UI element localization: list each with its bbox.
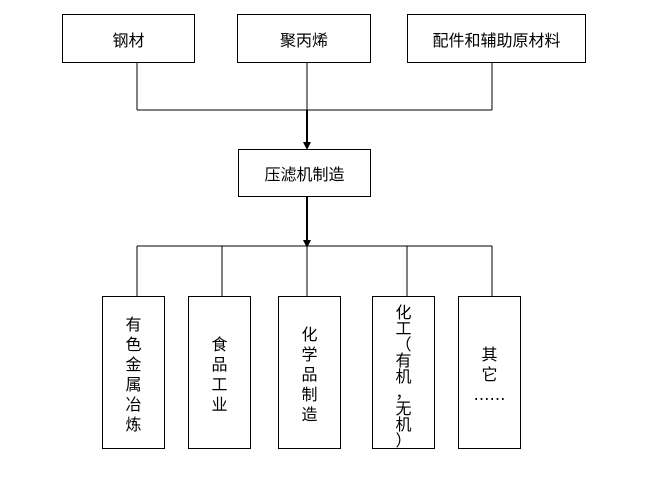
application-box-chemical-industry: 化工（有机，无机） xyxy=(372,296,435,449)
input-label-polypropylene: 聚丙烯 xyxy=(279,30,328,50)
input-label-auxiliary: 配件和辅助原材料 xyxy=(432,30,561,50)
process-box: 压滤机制造 xyxy=(238,149,371,197)
input-box-polypropylene: 聚丙烯 xyxy=(237,14,371,63)
application-label-food: 食品工业 xyxy=(211,335,228,414)
application-box-chemicals: 化学品制造 xyxy=(278,296,341,449)
input-label-steel: 钢材 xyxy=(112,30,145,50)
application-box-nonferrous: 有色金属冶炼 xyxy=(102,296,165,449)
input-box-auxiliary: 配件和辅助原材料 xyxy=(407,14,586,63)
input-box-steel: 钢材 xyxy=(62,14,195,63)
application-box-food: 食品工业 xyxy=(188,296,251,449)
application-label-nonferrous: 有色金属冶炼 xyxy=(125,315,142,434)
application-label-others: 其它…… xyxy=(473,345,506,404)
application-label-chemical-industry: 化工（有机，无机） xyxy=(395,303,412,450)
application-box-others: 其它…… xyxy=(458,296,521,449)
process-label: 压滤机制造 xyxy=(264,165,345,184)
application-label-chemicals: 化学品制造 xyxy=(301,325,318,424)
